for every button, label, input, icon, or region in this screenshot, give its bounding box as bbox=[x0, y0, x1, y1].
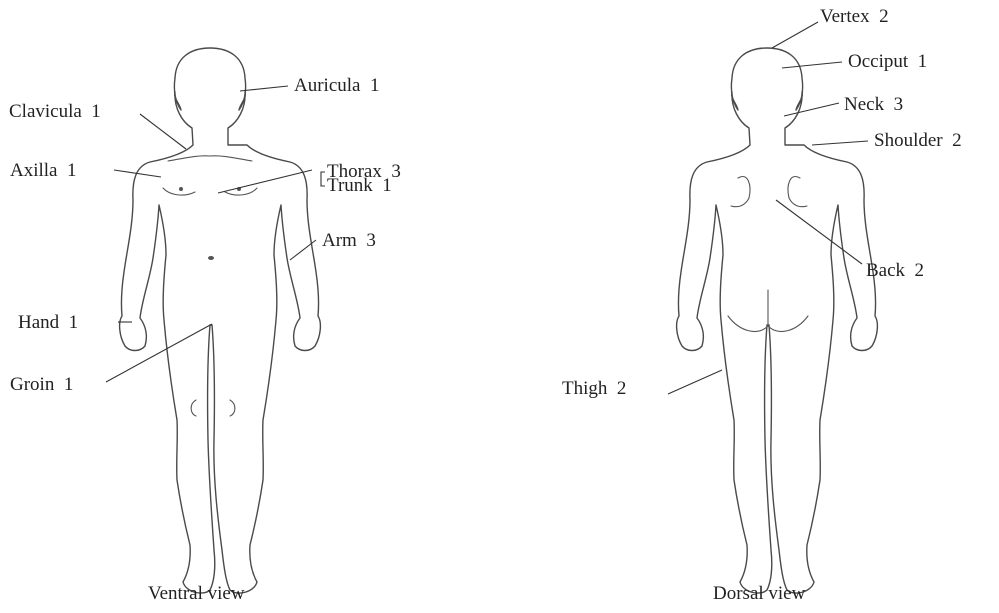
label-neck: Neck 3 bbox=[844, 94, 903, 115]
label-thigh: Thigh 2 bbox=[562, 378, 626, 399]
dorsal-buttock-left bbox=[728, 316, 768, 331]
ventral-navel bbox=[208, 256, 214, 260]
leader-groin bbox=[106, 324, 212, 382]
dorsal-figure bbox=[677, 48, 878, 593]
label-trunk: Trunk 1 bbox=[327, 175, 392, 196]
leader-thorax bbox=[218, 170, 312, 193]
label-groin: Groin 1 bbox=[10, 374, 73, 395]
label-back: Back 2 bbox=[866, 260, 924, 281]
ventral-leader-lines bbox=[106, 86, 325, 382]
dorsal-labels: Vertex 2 Occiput 1 Neck 3 Shoulder 2 Bac… bbox=[562, 6, 962, 604]
dorsal-scapula-left bbox=[731, 176, 750, 206]
leader-occiput bbox=[782, 62, 842, 68]
leader-back bbox=[776, 200, 862, 264]
bracket-thorax-trunk bbox=[321, 172, 325, 186]
ventral-clavicle-right bbox=[210, 156, 252, 161]
ventral-chest-left bbox=[163, 188, 195, 195]
ventral-nipple-left bbox=[179, 187, 183, 191]
label-clavicula: Clavicula 1 bbox=[9, 101, 101, 122]
label-axilla: Axilla 1 bbox=[10, 160, 77, 181]
ventral-knee-left bbox=[191, 400, 196, 416]
leader-shoulder bbox=[812, 141, 868, 145]
ventral-figure bbox=[120, 48, 321, 593]
label-arm: Arm 3 bbox=[322, 230, 376, 251]
label-occiput: Occiput 1 bbox=[848, 51, 927, 72]
ventral-chest-right bbox=[225, 188, 257, 195]
label-auricula: Auricula 1 bbox=[294, 75, 379, 96]
ventral-labels: Auricula 1 Clavicula 1 Axilla 1 Thorax 3… bbox=[9, 75, 401, 604]
label-shoulder: Shoulder 2 bbox=[874, 130, 962, 151]
leader-clavicula bbox=[140, 114, 186, 149]
ventral-knee-right bbox=[230, 400, 235, 416]
ventral-clavicle-left bbox=[168, 156, 210, 161]
leader-vertex bbox=[772, 22, 818, 48]
leader-thigh bbox=[668, 370, 722, 394]
ventral-body-outline bbox=[120, 48, 321, 593]
dorsal-body-outline bbox=[677, 48, 878, 593]
leader-auricula bbox=[240, 86, 288, 91]
dorsal-scapula-right bbox=[788, 176, 807, 206]
label-vertex: Vertex 2 bbox=[820, 6, 889, 27]
label-hand: Hand 1 bbox=[18, 312, 78, 333]
caption-dorsal-view: Dorsal view bbox=[713, 583, 806, 604]
dorsal-buttock-right bbox=[768, 316, 808, 331]
leader-neck bbox=[784, 103, 839, 116]
caption-ventral-view: Ventral view bbox=[148, 583, 245, 604]
